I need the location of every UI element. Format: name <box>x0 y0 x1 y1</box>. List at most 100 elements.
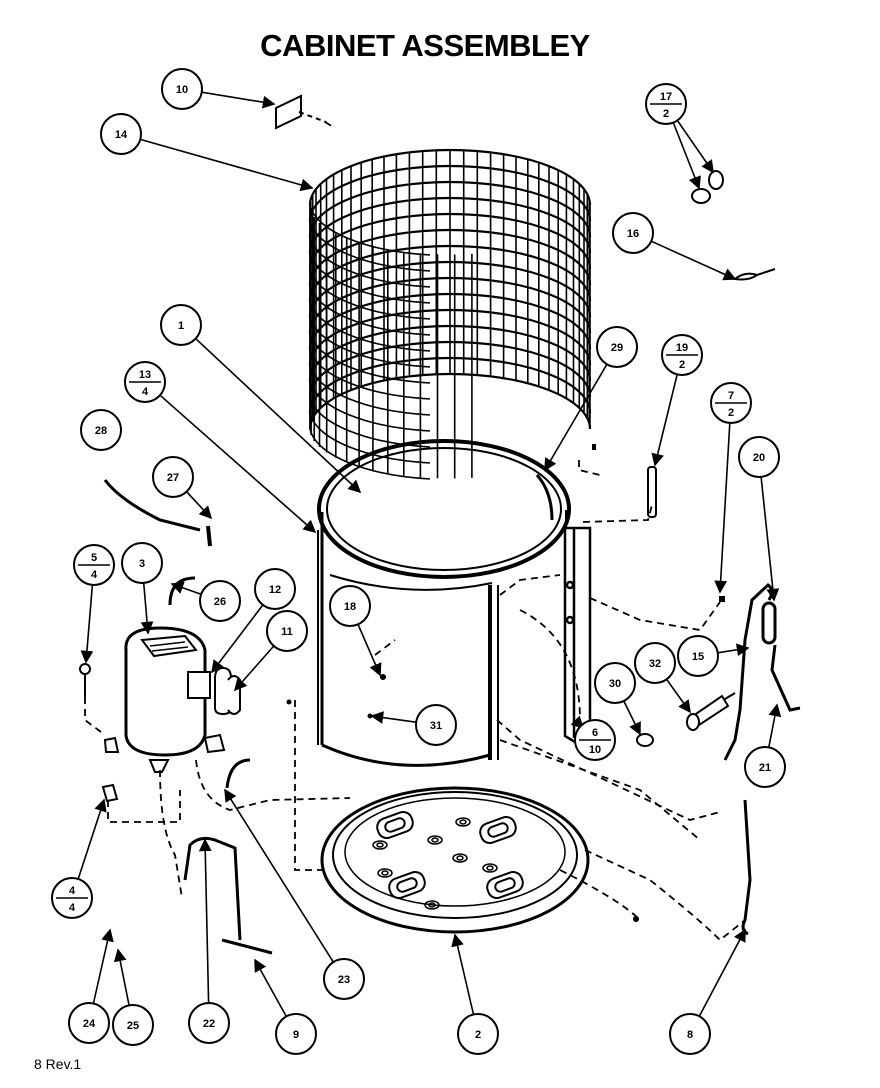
leader-line <box>159 394 317 534</box>
callout-number: 15 <box>692 651 704 663</box>
leader-line <box>651 374 678 467</box>
callout-circle <box>612 212 654 254</box>
leader-line <box>140 582 154 635</box>
callout-number: 23 <box>338 974 350 986</box>
callout-27: 27 <box>152 456 213 520</box>
callout-circle <box>596 326 638 368</box>
callout-circle <box>669 1013 711 1055</box>
callout-21: 21 <box>744 703 786 788</box>
callout-16: 16 <box>612 212 737 281</box>
callout-10: 10 <box>161 68 276 110</box>
callout-29: 29 <box>544 326 638 472</box>
leader-line <box>676 120 714 174</box>
callout-number: 20 <box>753 452 765 464</box>
callout-quantity: 10 <box>589 744 601 756</box>
callout-circle <box>323 958 365 1000</box>
leader-line <box>370 711 417 724</box>
leader-line <box>672 122 701 190</box>
callout-1: 1 <box>160 304 362 494</box>
callout-quantity: 4 <box>142 386 149 398</box>
callout-number: 29 <box>611 342 623 354</box>
callout-item-number: 13 <box>139 369 151 381</box>
callout-circle <box>266 610 308 652</box>
callout-6: 610 <box>570 715 616 761</box>
callout-item-number: 4 <box>69 885 76 897</box>
callout-number: 16 <box>627 228 639 240</box>
corner-post <box>563 526 592 744</box>
leader-line <box>186 491 213 520</box>
leader-line <box>170 581 202 596</box>
callout-item-number: 7 <box>728 390 734 402</box>
leader-line <box>717 643 750 657</box>
callout-number: 14 <box>115 129 128 141</box>
leader-line <box>80 584 94 664</box>
callout-circle <box>254 568 296 610</box>
compressor <box>103 626 226 773</box>
callout-15: 15 <box>677 635 750 677</box>
callout-30: 30 <box>594 662 641 736</box>
callout-circle <box>188 1002 230 1044</box>
leader-line <box>201 91 276 109</box>
callout-31: 31 <box>370 704 457 746</box>
callout-22: 22 <box>188 838 230 1044</box>
plug-caps <box>691 170 724 204</box>
wire-tie <box>732 268 776 281</box>
leader-line <box>211 604 264 674</box>
callout-circle <box>161 68 203 110</box>
callout-circle <box>275 1013 317 1055</box>
callout-2: 2 <box>451 933 499 1055</box>
callout-7: 72 <box>710 382 752 594</box>
callout-26: 26 <box>170 580 241 622</box>
callout-number: 28 <box>95 425 107 437</box>
callout-number: 21 <box>759 762 771 774</box>
callout-25: 25 <box>112 948 154 1046</box>
leader-line <box>198 838 212 1004</box>
callout-12: 12 <box>211 568 296 674</box>
callout-14: 14 <box>100 113 314 192</box>
callout-19: 192 <box>651 334 703 467</box>
callout-number: 30 <box>609 678 621 690</box>
callout-circle <box>100 113 142 155</box>
leader-line <box>357 623 382 677</box>
callout-13: 134 <box>124 361 317 534</box>
leader-line <box>77 798 107 880</box>
callout-number: 24 <box>83 1018 96 1030</box>
callout-32: 32 <box>634 642 691 714</box>
callout-circle <box>80 409 122 451</box>
callout-number: 22 <box>203 1018 215 1030</box>
callout-circle <box>457 1013 499 1055</box>
callout-number: 1 <box>178 320 184 332</box>
callout-number: 2 <box>475 1029 481 1041</box>
callout-circle <box>68 1002 110 1044</box>
callout-item-number: 5 <box>91 552 97 564</box>
callout-number: 3 <box>139 558 145 570</box>
callout-number: 9 <box>293 1029 299 1041</box>
callout-9: 9 <box>254 958 317 1055</box>
callout-5: 54 <box>73 544 115 664</box>
revision-footer: 8 Rev.1 <box>34 1056 82 1072</box>
callout-18: 18 <box>329 585 382 677</box>
leader-line <box>224 788 334 963</box>
callout-number: 25 <box>127 1020 139 1032</box>
leader-line <box>92 928 114 1004</box>
callout-3: 3 <box>121 542 163 635</box>
callout-quantity: 4 <box>91 569 98 581</box>
callout-17: 172 <box>645 83 714 190</box>
callout-11: 11 <box>233 610 308 692</box>
leader-line <box>768 703 782 748</box>
mount-grommet <box>101 783 119 803</box>
assembly-lines <box>84 121 746 942</box>
corner-rod <box>647 466 657 518</box>
callout-number: 11 <box>281 626 293 638</box>
leader-line <box>760 476 780 602</box>
diagram-title: CABINET ASSEMBLEY <box>260 28 590 63</box>
callout-number: 8 <box>687 1029 693 1041</box>
base-pan <box>320 786 590 934</box>
leader-line <box>195 338 362 494</box>
callout-circle <box>738 436 780 478</box>
leader-line <box>233 645 275 692</box>
callout-quantity: 4 <box>69 902 76 914</box>
